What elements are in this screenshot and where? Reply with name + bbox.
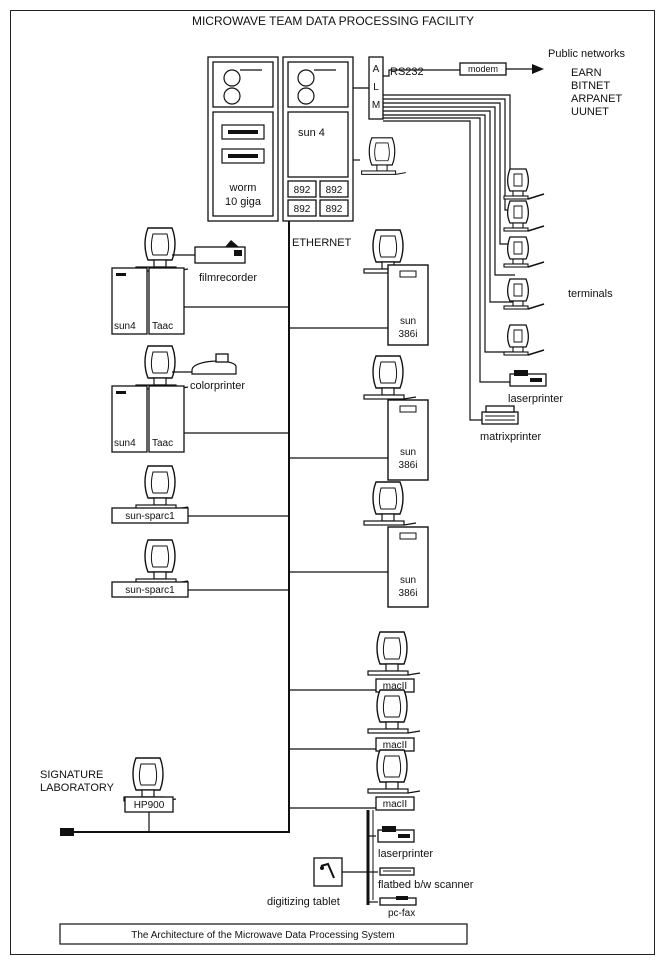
arrow-icon [532, 64, 544, 74]
monitor-icon [135, 227, 189, 272]
hp900-label: HP900 [134, 800, 165, 811]
board-892: 892 [326, 185, 343, 196]
ethernet-backbone [68, 221, 290, 833]
pcfax-label: pc-fax [388, 908, 415, 919]
matrixprinter-label: matrixprinter [480, 431, 541, 443]
caption-box [59, 923, 468, 945]
caption-text: The Architecture of the Microwave Data P… [131, 930, 394, 941]
scanner-label: flatbed b/w scanner [378, 879, 474, 891]
sparc-label: sun-sparc1 [125, 585, 175, 596]
monitor-icon [363, 481, 417, 526]
terminal-icon [503, 278, 545, 310]
terminal-icon [503, 168, 545, 200]
monitor-icon [135, 465, 189, 510]
pcfax-icon [379, 896, 417, 906]
signature-lab-label-line1: SIGNATURE [40, 769, 103, 781]
sun386i-station-3: sun 386i [363, 481, 429, 608]
scanner-icon [379, 867, 415, 876]
terminal-icon [503, 200, 545, 232]
workstation-sun4-taac-1: sun4 Taac [111, 227, 189, 335]
workstation-label: Taac [152, 438, 173, 449]
filmrecorder-label: filmrecorder [199, 272, 257, 284]
network-name: BITNET [571, 80, 610, 92]
laserprinter-label: laserprinter [508, 393, 563, 405]
sun386i-station-1: sun 386i [363, 229, 429, 346]
worm-label-line2: 10 giga [225, 196, 262, 208]
board-892: 892 [294, 204, 311, 215]
sun386i-label: sun [400, 316, 416, 327]
worm-label-line1: worm [229, 182, 257, 194]
sun386i-label: 386i [399, 588, 418, 599]
network-name: ARPANET [571, 93, 622, 105]
terminal-icon [503, 236, 545, 268]
ethernet-terminator [60, 828, 74, 836]
alm-letter: L [373, 82, 379, 93]
filmrecorder-icon [194, 240, 246, 264]
sun386i-station-2: sun 386i [363, 355, 429, 481]
board-892: 892 [326, 204, 343, 215]
terminals-label: terminals [568, 288, 613, 300]
mac-label: macII [383, 799, 407, 810]
sun386i-label: sun [400, 447, 416, 458]
laserprinter-icon [509, 370, 547, 387]
sparc-label: sun-sparc1 [125, 511, 175, 522]
rs232-label: RS232 [390, 66, 424, 78]
board-892: 892 [294, 185, 311, 196]
ethernet-label: ETHERNET [292, 237, 352, 249]
workstation-label: sun4 [114, 321, 136, 332]
network-name: EARN [571, 67, 602, 79]
worm-storage-unit: worm 10 giga [207, 56, 279, 222]
sun386i-label: sun [400, 575, 416, 586]
mac-laserprinter-label: laserprinter [378, 848, 433, 860]
mac-laserprinter-icon [377, 826, 415, 843]
workstation-label: Taac [152, 321, 173, 332]
public-networks-title: Public networks [548, 48, 626, 60]
monitor-icon [135, 345, 189, 390]
mac-label: macII [383, 740, 407, 751]
monitor-icon [367, 631, 421, 676]
diagram-frame [10, 10, 655, 955]
diagram-title: MICROWAVE TEAM DATA PROCESSING FACILITY [192, 14, 474, 28]
signature-lab-label-line2: LABORATORY [40, 782, 115, 794]
mac-label: macII [383, 681, 407, 692]
monitor-icon [363, 355, 417, 400]
network-name: UUNET [571, 106, 609, 118]
modem-label: modem [468, 64, 498, 74]
sun386i-label: 386i [399, 460, 418, 471]
alm-letter: A [373, 64, 380, 75]
colorprinter-label: colorprinter [190, 380, 245, 392]
alm-multiplexer: A L M [368, 56, 384, 120]
mac-box [375, 796, 415, 811]
sun386i-label: 386i [399, 329, 418, 340]
colorprinter-icon [191, 353, 237, 375]
terminal-icon [503, 324, 545, 356]
workstation-label: sun4 [114, 438, 136, 449]
monitor-icon [367, 749, 421, 794]
monitor-icon [123, 757, 177, 802]
alm-letter: M [372, 100, 380, 111]
sun4-server: sun 4 892 892 892 892 [282, 56, 354, 222]
matrixprinter-icon [481, 405, 519, 425]
digitizing-tablet-icon [313, 857, 343, 887]
sun4-server-label: sun 4 [298, 127, 325, 139]
server-console-monitor-icon [361, 137, 407, 175]
digitizing-tablet-label: digitizing tablet [267, 896, 340, 908]
workstation-sun4-taac-2: sun4 Taac [111, 345, 189, 453]
monitor-icon [135, 539, 189, 584]
monitor-icon [367, 689, 421, 734]
